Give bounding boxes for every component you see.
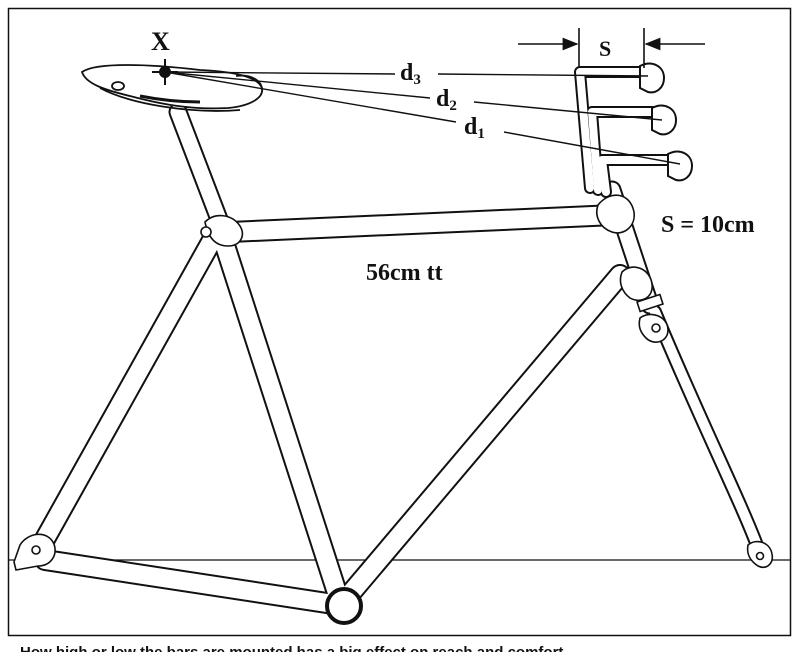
headset-cup (636, 293, 664, 313)
x-point-marker (152, 59, 178, 85)
d1-line (164, 71, 457, 123)
spacer-value-label: S = 10cm (661, 212, 755, 238)
reach-lines (164, 71, 681, 165)
seat-lug (204, 214, 244, 247)
d2-label: d2 (436, 86, 457, 114)
point-x-label: X (151, 27, 170, 56)
bar-top (639, 62, 666, 94)
d3-line (164, 71, 396, 75)
d3-label: d3 (400, 60, 421, 88)
handlebar-drops (639, 62, 694, 182)
spacer-label: S (599, 36, 611, 61)
head-lug-bottom (619, 266, 653, 302)
spacer-dimension (518, 28, 705, 68)
frame-lugs (13, 194, 774, 571)
d2-line (164, 71, 431, 99)
caption-text: How high or low the bars are mounted has… (20, 640, 780, 652)
bottom-bracket (325, 587, 363, 625)
saddle (80, 64, 263, 112)
top-tube-label: 56cm tt (366, 260, 443, 286)
bar-bottom (667, 150, 694, 182)
head-lug-top (596, 194, 635, 234)
bar-middle (651, 104, 678, 136)
bike-frame (29, 102, 765, 616)
figure-border (7, 7, 792, 637)
d1-label: d1 (464, 114, 485, 142)
